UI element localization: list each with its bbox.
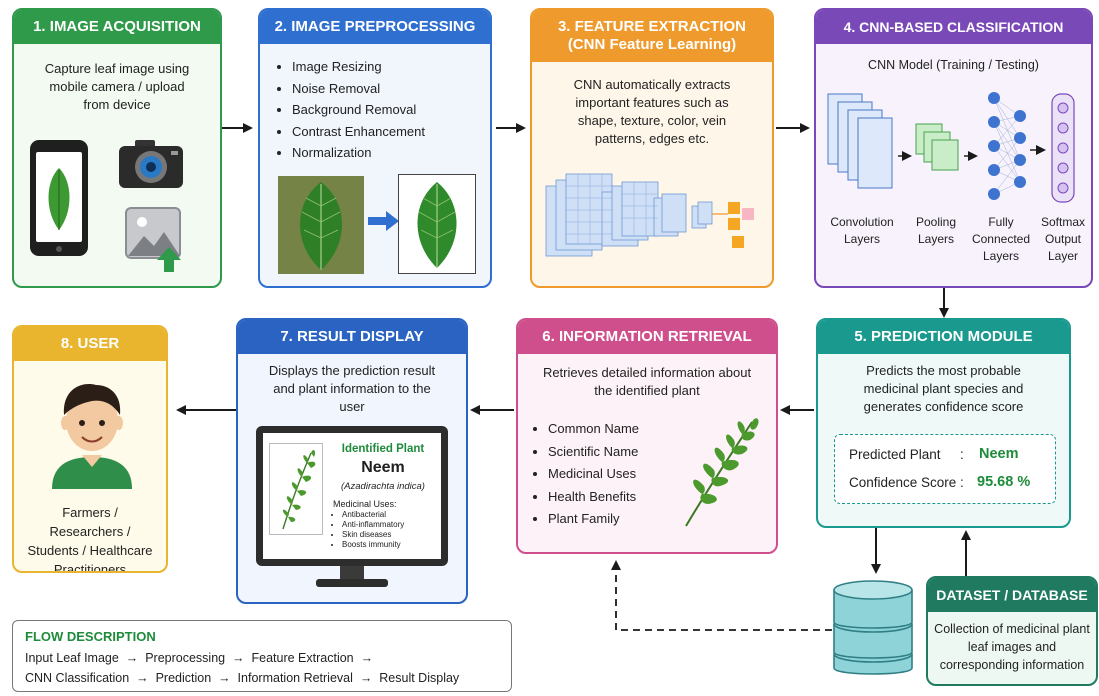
camera-icon (119, 140, 183, 188)
smartphone-leaf-icon (30, 140, 88, 256)
screen-plant-name: Neem (361, 459, 405, 476)
prediction-description: Predicts the most probable medicinal pla… (863, 363, 1024, 414)
list-item: Boosts immunity (342, 540, 404, 550)
cnn-subtitle: CNN Model (Training / Testing) (868, 58, 1039, 72)
flow-line-2: CNN Classification → Prediction → Inform… (25, 671, 460, 685)
list-item: Background Removal (292, 99, 425, 121)
feature-maps-illustration (545, 173, 754, 257)
predicted-plant-label: Predicted Plant (849, 447, 941, 462)
box-title: 7. RESULT DISPLAY (238, 320, 466, 354)
list-item: Health Benefits (548, 486, 639, 509)
box-feature-extraction: 3. FEATURE EXTRACTION (CNN Feature Learn… (530, 8, 774, 288)
neem-leaf-illustration (685, 418, 759, 527)
predicted-plant-colon: : (960, 447, 964, 462)
feature-description: CNN automatically extracts important fea… (573, 77, 731, 146)
confidence-score-colon: : (960, 475, 964, 490)
list-item: Plant Family (548, 508, 639, 531)
box-image-acquisition: 1. IMAGE ACQUISITION Capture leaf image … (12, 8, 222, 288)
monitor-screen: Identified Plant Neem (Azadirachta indic… (263, 433, 441, 559)
acquisition-description: Capture leaf image using mobile camera /… (44, 61, 190, 112)
retrieval-description: Retrieves detailed information about the… (542, 365, 752, 398)
list-item: Contrast Enhancement (292, 121, 425, 143)
title-line-2: (CNN Feature Learning) (567, 36, 737, 53)
box-user: 8. USER Farmers / Researchers / Students… (12, 325, 168, 573)
box-title: DATASET / DATABASE (928, 578, 1096, 612)
monitor-base (316, 579, 388, 587)
box-result-display: 7. RESULT DISPLAY Displays the predictio… (236, 318, 468, 604)
confidence-score-value: 95.68 % (977, 474, 1031, 490)
confidence-score-label: Confidence Score (849, 475, 957, 490)
title-line-1: 3. FEATURE EXTRACTION (557, 18, 747, 35)
box-title: 4. CNN-BASED CLASSIFICATION (816, 10, 1091, 44)
list-item: Normalization (292, 142, 425, 164)
box-title: 3. FEATURE EXTRACTION (CNN Feature Learn… (532, 10, 772, 62)
box-cnn-classification: 4. CNN-BASED CLASSIFICATION CNN Model (T… (814, 8, 1093, 288)
box-title: 8. USER (14, 327, 166, 361)
screen-uses-label: Medicinal Uses: (333, 499, 397, 509)
monitor-stand (340, 566, 364, 580)
prediction-result-panel: Predicted Plant : Neem Confidence Score … (834, 434, 1056, 504)
box-information-retrieval: 6. INFORMATION RETRIEVAL Retrieves detai… (516, 318, 778, 554)
box-title: 6. INFORMATION RETRIEVAL (518, 320, 776, 354)
monitor: Identified Plant Neem (Azadirachta indic… (256, 426, 448, 566)
box-prediction-module: 5. PREDICTION MODULE Predicts the most p… (816, 318, 1071, 528)
preprocessing-steps: Image Resizing Noise Removal Background … (274, 56, 425, 164)
result-description: Displays the prediction result and plant… (268, 363, 436, 414)
flow-description-panel: FLOW DESCRIPTION Input Leaf Image → Prep… (12, 620, 512, 692)
image-upload-icon (125, 207, 181, 272)
raw-leaf-photo (278, 176, 364, 274)
list-item: Common Name (548, 418, 639, 441)
list-item: Image Resizing (292, 56, 425, 78)
predicted-plant-value: Neem (979, 446, 1019, 462)
screen-heading: Identified Plant (341, 443, 425, 455)
flow-line-1: Input Leaf Image → Preprocessing → Featu… (25, 651, 374, 665)
right-arrow-icon (368, 211, 399, 231)
user-avatar-icon (52, 384, 132, 489)
list-item: Skin diseases (342, 530, 404, 540)
dataset-description: Collection of medicinal plant leaf image… (934, 622, 1090, 672)
box-image-preprocessing: 2. IMAGE PREPROCESSING Image Resizing No… (258, 8, 492, 288)
list-item: Scientific Name (548, 441, 639, 464)
box-title: 1. IMAGE ACQUISITION (14, 10, 220, 44)
retrieval-fields: Common Name Scientific Name Medicinal Us… (530, 418, 639, 531)
cnn-architecture-illustration (827, 92, 1075, 203)
processed-leaf-image (398, 174, 476, 274)
box-dataset: DATASET / DATABASE Collection of medicin… (926, 576, 1098, 686)
flow-title: FLOW DESCRIPTION (25, 629, 156, 644)
box-title: 5. PREDICTION MODULE (818, 320, 1069, 354)
user-description: Farmers / Researchers / Students / Healt… (27, 505, 153, 573)
screen-uses-list: Antibacterial Anti-inflammatory Skin dis… (333, 510, 404, 550)
list-item: Anti-inflammatory (342, 520, 404, 530)
list-item: Antibacterial (342, 510, 404, 520)
database-icon (833, 580, 913, 675)
box-title: 2. IMAGE PREPROCESSING (260, 10, 490, 44)
arrow-db-to-6-dashed (611, 560, 832, 631)
list-item: Medicinal Uses (548, 463, 639, 486)
neem-leaf-thumbnail (269, 443, 323, 535)
list-item: Noise Removal (292, 78, 425, 100)
screen-scientific-name: (Azadirachta indica) (341, 481, 425, 492)
